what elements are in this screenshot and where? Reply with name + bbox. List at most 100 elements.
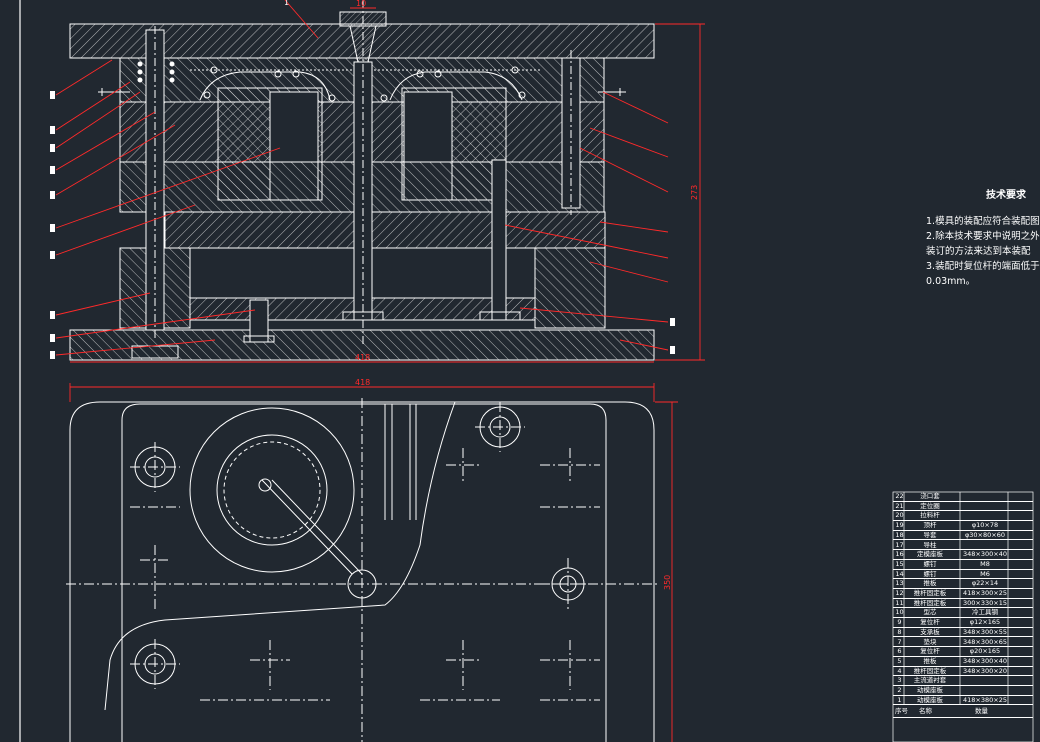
bom-row-name: 主流道衬套 [913,676,947,685]
part-leader-lines [55,0,669,356]
bom-row-name: 螺钉 [923,569,937,578]
section-width-label: 418 [355,353,370,362]
bom-row-name: 推板 [923,579,937,588]
leader-r4 [599,221,669,233]
leader-r6 [589,261,669,283]
bom-row-seq: 7 [897,637,902,646]
bom-row-seq: 20 [895,511,904,520]
bom-row-seq: 10 [895,608,904,617]
bom-row-name: 浇口套 [920,492,940,500]
bom-row-seq: 16 [895,550,904,559]
bom-row-seq: 19 [895,521,904,530]
bom-row-spec: φ30×80×60 [965,530,1005,539]
bom-row-spec: 418×380×25 [963,695,1007,704]
bom-row: 18 导套 φ30×80×60 [893,531,1033,541]
plan-dimensions [69,383,678,742]
leader-l10 [55,339,216,356]
bom-row-name: 复位杆 [920,618,940,627]
bom-row-seq: 12 [895,589,904,597]
bom-row-seq: 1 [897,695,902,704]
leader-l7 [55,204,196,256]
bom-row-seq: 18 [895,530,904,539]
tech-requirements-title: 技术要求 [986,190,1026,201]
bom-row-seq: 3 [897,676,902,685]
leader-r8 [619,339,669,351]
cavity-circle-outer [189,407,355,573]
bom-row-name: 导套 [923,530,937,539]
plan-view [66,398,660,742]
bom-row-seq: 13 [895,579,904,588]
runner-channel [261,479,363,575]
tech-requirement-line: 1.模具的装配应符合装配图 [926,216,1040,227]
leader-l8 [55,292,151,316]
side-screw-right [598,88,626,96]
bom-row-spec: 348×300×55 [963,627,1007,636]
bom-row-name: 推杆固定板 [913,589,947,597]
bom-row-seq: 9 [897,618,902,627]
bom-row-spec: 冷工具钢 [972,608,998,617]
bom-row-spec: φ10×78 [971,521,999,530]
bom-row: 19 顶杆 φ10×78 [893,521,1033,531]
bom-row-name: 螺钉 [923,559,937,568]
bom-row-seq: 5 [897,656,902,665]
screws-left [137,61,175,83]
bom-row: 3 主流道衬套 [893,676,1033,686]
leader-l1 [55,59,113,96]
ejector-pin-right [491,159,507,321]
stripper-layer [164,211,606,249]
bom-row-seq: 11 [895,598,904,607]
bom-row-spec: 348×300×65 [963,637,1007,646]
bom-row: 9 复位杆 φ12×165 [893,618,1033,628]
bom-row-seq: 15 [895,559,904,568]
ejector-pin-head-right [479,311,521,321]
bom-row-name: 导柱 [923,540,937,549]
runner-strip [384,404,417,520]
bom-row-name: 推杆固定板 [913,666,947,675]
bom-row-spec: φ12×165 [969,618,1001,627]
tech-requirement-line: 3.装配时复位杆的端面低于 [926,261,1040,272]
bom-row-seq: 4 [897,666,902,675]
bom-row-name: 型芯 [923,608,937,617]
cavity-circle-dashed [223,441,321,539]
bom-row: 4 推杆固定板 348×300×20 [893,667,1033,677]
leader-top [284,0,319,39]
leader-l6 [55,147,281,229]
bom-row-name: 动模座板 [917,686,943,694]
ejector-pin-head-mid [342,311,384,321]
bom-footer-qty: 数量 [975,707,988,716]
section-view [69,0,655,361]
bom-row-spec: φ20×165 [969,647,1001,656]
gate-circle [258,478,272,492]
bom-row-spec: M6 [980,569,990,578]
bom-row-name: 顶杆 [923,521,937,530]
section-dimensions [70,7,705,363]
leader-r1 [602,91,669,124]
leader-r2 [589,127,669,158]
bom-footer-name: 名称 [919,707,932,716]
bom-row-seq: 8 [897,627,902,636]
section-top-label: 1 [284,0,289,7]
bom-row-name: 支承板 [920,627,940,636]
leader-r3 [579,147,669,193]
leader-l3 [55,91,141,149]
leader-l4 [55,111,156,171]
bom-row-seq: 21 [895,501,904,510]
bom-row-spec: φ22×14 [971,579,999,588]
bom-row-spec: 348×300×20 [963,666,1007,675]
bottom-clamp-plate [69,329,655,361]
bom-row-name: 定位圈 [920,501,940,510]
plan-inner-outline [121,403,607,742]
